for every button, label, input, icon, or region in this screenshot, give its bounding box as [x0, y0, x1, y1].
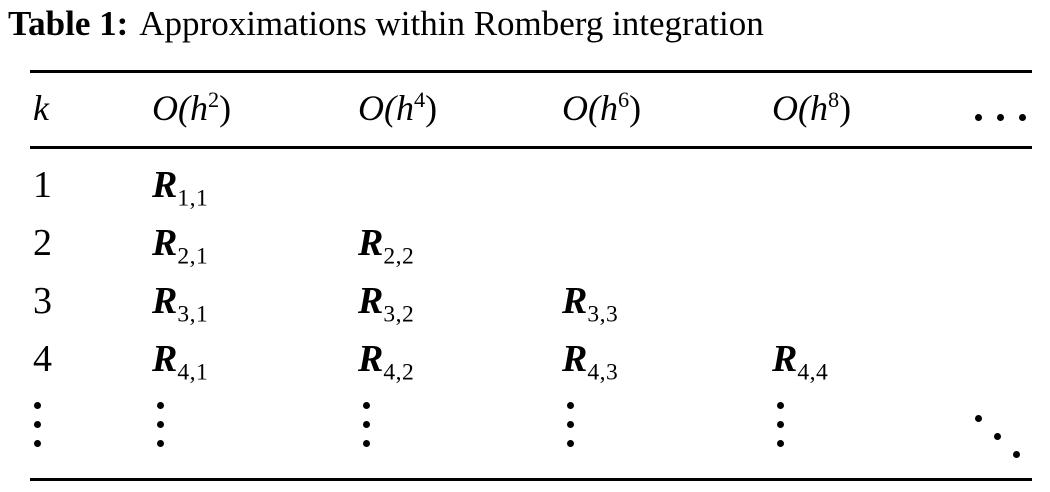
table-caption: Table 1: Approximations within Romberg in…	[8, 0, 1048, 52]
continuation-vertical-ellipsis-icon-k	[34, 402, 44, 450]
romberg-table: k O(h2) O(h4) O(h6) O(h8) 1 R1,1 2 R2,1 …	[30, 70, 1032, 482]
table-rule-bottom	[30, 478, 1032, 481]
caption-text: Approximations within Romberg integratio…	[139, 4, 764, 43]
continuation-vertical-ellipsis-icon-3	[567, 402, 577, 450]
continuation-vertical-ellipsis-icon-1	[157, 402, 167, 450]
header-cell-oh4: O(h4)	[358, 87, 438, 128]
continuation-diagonal-ellipsis-icon	[975, 415, 1023, 459]
header-horizontal-ellipsis-icon	[975, 114, 1031, 122]
row-3-cell-1: R3,1	[152, 280, 209, 328]
table-rule-header	[30, 146, 1032, 149]
caption-label: Table 1:	[8, 4, 129, 43]
header-cell-k: k	[33, 88, 49, 128]
row-3-index: 3	[33, 280, 52, 322]
row-4-cell-4: R4,4	[772, 338, 829, 386]
row-3-cell-2: R3,2	[358, 280, 415, 328]
row-4-cell-1: R4,1	[152, 338, 209, 386]
header-cell-oh6: O(h6)	[562, 87, 642, 128]
row-1-index: 1	[33, 164, 52, 206]
table-rule-top	[30, 70, 1032, 73]
row-3-cell-3: R3,3	[562, 280, 619, 328]
header-cell-oh2: O(h2)	[152, 87, 232, 128]
row-4-index: 4	[33, 338, 52, 380]
row-4-cell-2: R4,2	[358, 338, 415, 386]
row-2-cell-2: R2,2	[358, 222, 415, 270]
row-2-cell-1: R2,1	[152, 222, 209, 270]
header-cell-oh8: O(h8)	[772, 87, 852, 128]
row-1-cell-1: R1,1	[152, 164, 209, 212]
continuation-vertical-ellipsis-icon-2	[363, 402, 373, 450]
row-4-cell-3: R4,3	[562, 338, 619, 386]
continuation-vertical-ellipsis-icon-4	[777, 402, 787, 450]
row-2-index: 2	[33, 222, 52, 264]
